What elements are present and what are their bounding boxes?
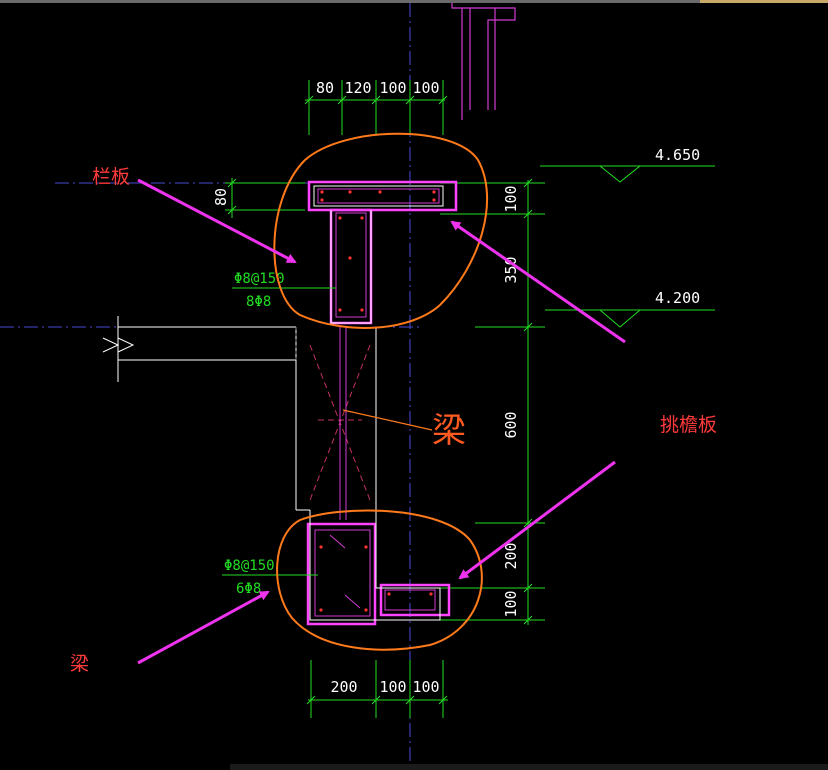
top-dim-3: 100 [379,79,406,97]
upper-wall-lines [451,3,516,120]
rebar-leaders [222,287,336,576]
label-tiaoyanban: 挑檐板 [660,414,717,436]
floor-slab-outline [102,316,296,382]
rebar-lower-main: 6Φ8 [236,581,261,597]
rebar-upper-main: 8Φ8 [246,294,271,310]
beam-outline [295,327,377,511]
level-4200: 4.200 [655,289,700,307]
bottom-dimension-chain [306,660,448,718]
level-markers [540,165,715,328]
left-dim-80: 80 [212,188,230,206]
rebar-upper-stirrup: Φ8@150 [234,271,285,287]
bottom-dim-100-b: 100 [412,678,439,696]
right-dim-100-top: 100 [502,185,520,212]
lower-rebar [314,529,436,617]
label-liang-big: 梁 [432,411,466,451]
top-bar [0,0,828,3]
beam-label-leader [342,409,433,431]
markup-arrows [137,178,626,665]
top-dim-2: 120 [344,79,371,97]
parapet-outline [313,185,444,324]
bottom-strip [230,764,828,770]
lower-highlight [306,522,451,626]
parapet-rebar-dots [320,190,436,312]
top-dimension-chain [304,80,448,135]
label-lanban: 栏板 [92,166,130,188]
axis-lines [0,3,420,770]
right-dim-100-bottom: 100 [502,590,520,617]
right-dim-200: 200 [502,542,520,569]
top-dim-4: 100 [412,79,439,97]
right-dim-350: 350 [502,256,520,283]
bottom-dim-200: 200 [330,678,357,696]
level-4650: 4.650 [655,146,700,164]
beam-rebar-lines [339,327,347,520]
label-liang-small: 梁 [70,653,89,675]
markup-circles [273,132,489,651]
lower-outline [309,510,441,621]
top-bar-accent [700,0,828,3]
rebar-lower-stirrup: Φ8@150 [224,558,275,574]
right-dim-600: 600 [502,411,520,438]
right-dimension-chain [440,178,545,625]
lower-rebar-dots [319,545,433,612]
bottom-dim-100-a: 100 [379,678,406,696]
left-dimension [225,178,305,218]
parapet-rebar [317,188,440,318]
top-dim-1: 80 [316,79,334,97]
